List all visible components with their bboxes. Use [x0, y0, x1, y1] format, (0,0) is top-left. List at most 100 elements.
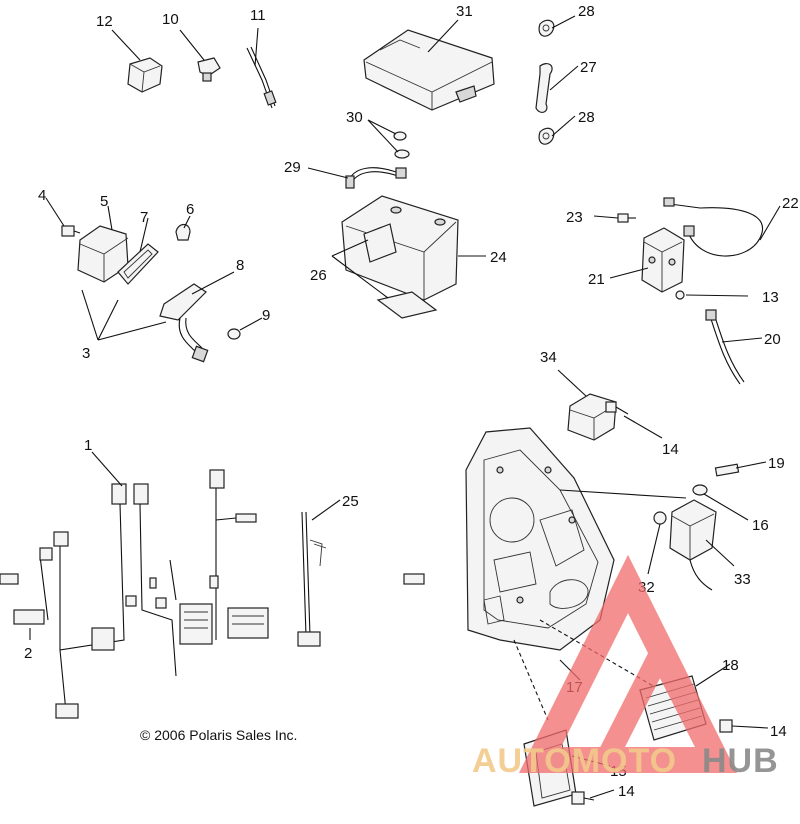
callout-6: 6: [186, 201, 194, 218]
part-30-nut: [393, 131, 410, 159]
leader-20: [721, 337, 763, 343]
leader-plate-to-33: [559, 489, 687, 499]
callout-4: 4: [38, 187, 46, 204]
leader-17a: [513, 639, 549, 721]
part-13-nut: [675, 290, 685, 300]
callout-27: 27: [580, 59, 597, 76]
callout-23: 23: [566, 209, 583, 226]
leader-29: [307, 167, 349, 179]
part-27-bracket: [535, 62, 553, 113]
leader-9: [239, 317, 263, 331]
part-20-lead: [705, 309, 745, 385]
part-25-sensor-probe: [297, 511, 327, 647]
callout-26: 26: [310, 267, 327, 284]
watermark-logo: [518, 554, 738, 773]
leader-23: [593, 215, 619, 219]
leader-7: [139, 217, 149, 253]
leader-1: [91, 451, 123, 487]
callout-31: 31: [456, 3, 473, 20]
callout-18: 18: [722, 657, 739, 674]
callout-12: 12: [96, 13, 113, 30]
callout-24: 24: [490, 249, 507, 266]
part-14-screw-right: [719, 719, 733, 733]
leader-11: [254, 27, 259, 67]
part-10-sensor: [197, 57, 221, 82]
callout-14-bottom: 14: [618, 783, 635, 800]
leader-14a: [623, 415, 663, 439]
part-8-socket-harness: [159, 283, 209, 363]
leader-3c: [97, 321, 167, 341]
leader-3a: [81, 289, 99, 341]
part-2-label: [13, 609, 45, 625]
leader-4: [45, 197, 65, 227]
callout-19: 19: [768, 455, 785, 472]
callout-8: 8: [236, 257, 244, 274]
part-21-solenoid: [641, 227, 685, 293]
callout-3: 3: [82, 345, 90, 362]
callout-14-upper: 14: [662, 441, 679, 458]
copyright-notice: © 2006 Polaris Sales Inc.: [140, 727, 297, 743]
leader-14c: [589, 789, 615, 799]
leader-26b: [331, 255, 389, 299]
callout-22: 22: [782, 195, 799, 212]
callout-9: 9: [262, 307, 270, 324]
callout-16: 16: [752, 517, 769, 534]
part-24-battery: [341, 195, 459, 301]
leader-22: [759, 205, 781, 241]
callout-34: 34: [540, 349, 557, 366]
callout-25: 25: [342, 493, 359, 510]
leader-28b: [551, 115, 576, 137]
leader-16: [703, 493, 749, 521]
leader-5: [107, 205, 113, 231]
watermark-text: AUTOMOTO HUB: [472, 742, 778, 780]
leader-3b: [97, 299, 119, 341]
leader-34: [557, 369, 587, 397]
callout-21: 21: [588, 271, 605, 288]
part-26-battery-pad: [363, 223, 438, 319]
part-34-coil: [567, 393, 617, 441]
callout-28-top: 28: [578, 3, 595, 20]
callout-33: 33: [734, 571, 751, 588]
part-22-cable: [663, 197, 763, 257]
mounting-plate: [465, 427, 615, 651]
leader-25: [311, 499, 341, 521]
leader-21: [609, 267, 649, 279]
part-29-battery-cable: [345, 167, 407, 189]
part-14-screw-upper: [605, 401, 629, 415]
callout-30: 30: [346, 109, 363, 126]
callout-5: 5: [100, 193, 108, 210]
callout-1: 1: [84, 437, 92, 454]
leader-32: [647, 523, 661, 575]
leader-10: [179, 29, 205, 61]
part-4-screw: [61, 225, 81, 237]
part-1-wiring-harness: [0, 469, 269, 719]
part-23-screw: [617, 213, 636, 223]
leader-12: [111, 29, 141, 61]
callout-10: 10: [162, 11, 179, 28]
leader-27: [549, 65, 579, 91]
part-11-wire-lead: [246, 46, 277, 109]
part-14-screw-bottom: [571, 791, 595, 805]
leader-14b: [731, 725, 769, 729]
leader-8: [191, 271, 235, 295]
leader-33: [705, 539, 735, 567]
leader-30b: [367, 119, 399, 153]
callout-28-bottom: 28: [578, 109, 595, 126]
callout-14-right: 14: [770, 723, 787, 740]
part-12-relay: [127, 57, 163, 93]
connector-left-small: [403, 573, 425, 585]
leader-31: [427, 19, 459, 53]
watermark-text-left: AUTOMOTO: [472, 742, 677, 780]
callout-11: 11: [250, 7, 266, 24]
leader-26a: [331, 239, 369, 257]
callout-13: 13: [762, 289, 779, 306]
part-32-grommet: [653, 511, 667, 525]
callout-7: 7: [140, 209, 148, 226]
callout-20: 20: [764, 331, 781, 348]
part-7-gasket: [117, 243, 159, 285]
part-28-clip-top: [538, 19, 555, 37]
callout-2: 2: [24, 645, 32, 662]
leader-6: [183, 215, 191, 229]
part-19-bolt: [714, 463, 740, 477]
